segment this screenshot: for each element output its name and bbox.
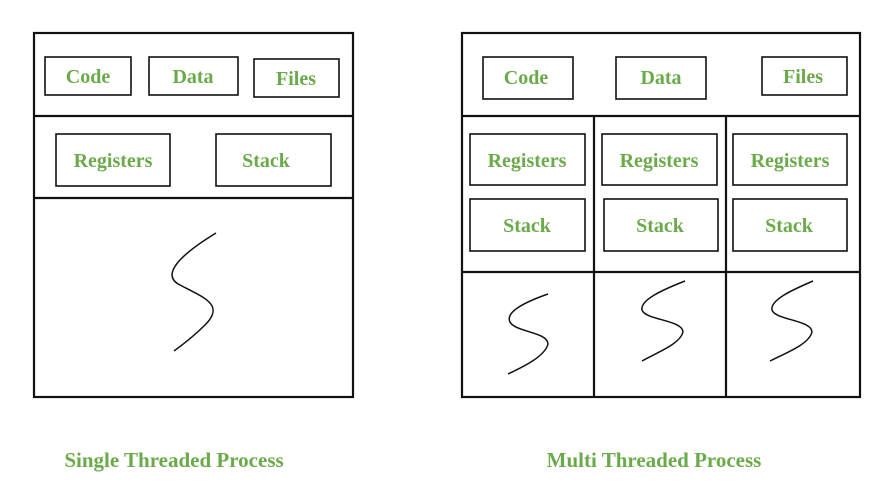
squiggle-thread-icon bbox=[769, 280, 814, 362]
single-code-box: Code bbox=[44, 56, 132, 96]
single-data-label: Data bbox=[172, 66, 213, 88]
multi-process-frame bbox=[460, 31, 862, 399]
thread-3-stack-label: Stack bbox=[765, 215, 814, 237]
multi-threaded-process: Code Data Files Registers Stack Register… bbox=[460, 31, 862, 399]
multi-files-box: Files bbox=[761, 56, 848, 96]
thread-3-registers-label: Registers bbox=[751, 150, 830, 172]
squiggle-thread-icon bbox=[641, 280, 686, 362]
multi-data-label: Data bbox=[640, 67, 681, 89]
multi-files-label: Files bbox=[783, 66, 823, 88]
thread-1-registers-label: Registers bbox=[488, 150, 567, 172]
thread-2-registers-box: Registers bbox=[601, 133, 718, 186]
squiggle-thread-icon bbox=[507, 293, 549, 375]
single-registers-box: Registers bbox=[55, 133, 171, 187]
thread-2-stack-label: Stack bbox=[636, 215, 685, 237]
thread-1-stack-label: Stack bbox=[503, 215, 552, 237]
thread-3-stack-box: Stack bbox=[732, 198, 848, 252]
single-files-box: Files bbox=[253, 58, 340, 98]
single-threaded-process: Code Data Files Registers Stack bbox=[32, 31, 355, 399]
single-code-label: Code bbox=[66, 66, 111, 88]
single-process-frame bbox=[32, 31, 355, 399]
single-data-box: Data bbox=[148, 56, 239, 96]
thread-2-stack-box: Stack bbox=[603, 198, 719, 252]
multi-code-label: Code bbox=[504, 67, 549, 89]
single-stack-label: Stack bbox=[242, 150, 291, 172]
multi-threaded-caption: Multi Threaded Process bbox=[547, 448, 762, 472]
thread-1-stack-box: Stack bbox=[469, 198, 586, 252]
single-registers-label: Registers bbox=[74, 150, 153, 172]
thread-3-registers-box: Registers bbox=[732, 133, 848, 186]
multi-data-box: Data bbox=[615, 56, 707, 100]
squiggle-thread-icon bbox=[171, 232, 217, 352]
thread-1-registers-box: Registers bbox=[469, 133, 586, 186]
single-threaded-caption: Single Threaded Process bbox=[64, 448, 283, 472]
single-files-label: Files bbox=[276, 68, 316, 90]
thread-2-registers-label: Registers bbox=[620, 150, 699, 172]
single-stack-box: Stack bbox=[215, 133, 332, 187]
multi-code-box: Code bbox=[482, 56, 574, 100]
